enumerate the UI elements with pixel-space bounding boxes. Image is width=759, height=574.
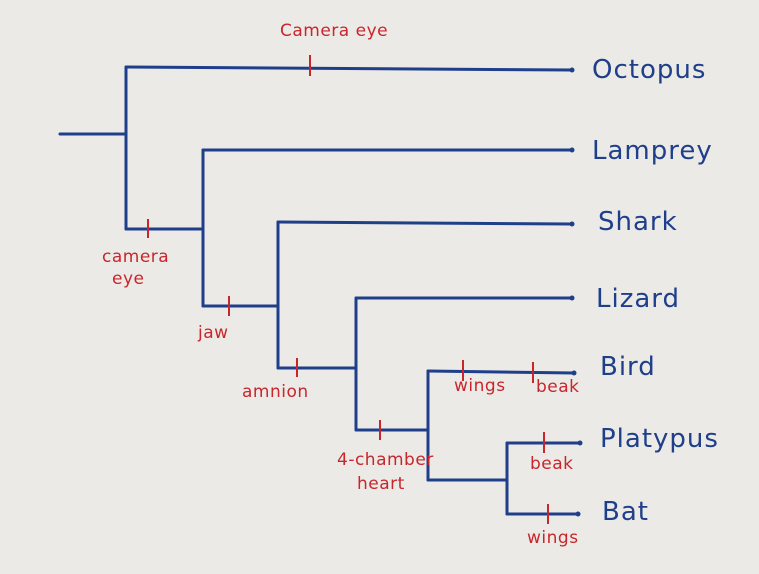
tip-shark — [569, 221, 575, 227]
tip-bat — [575, 511, 581, 517]
trait-ticks — [147, 55, 549, 524]
label-bat: Bat — [602, 497, 649, 527]
tip-platypus — [577, 440, 583, 446]
label-shark: Shark — [598, 207, 678, 237]
trait-beak-bird: beak — [536, 377, 580, 397]
trait-wings-bat: wings — [527, 528, 579, 548]
label-lizard: Lizard — [596, 284, 680, 314]
trait-wings-bird: wings — [454, 376, 506, 396]
trait-beak-platypus: beak — [530, 454, 574, 474]
tip-lamprey — [569, 147, 575, 153]
trait-camera-eye-left-line2: eye — [112, 269, 144, 289]
label-octopus: Octopus — [592, 55, 706, 85]
trait-four-chamber-line1: 4-chamber — [337, 450, 434, 470]
trait-jaw: jaw — [197, 323, 229, 343]
bird-branch — [426, 369, 576, 375]
shark-branch — [276, 220, 574, 226]
label-bird: Bird — [600, 352, 656, 382]
branch-tips — [569, 67, 583, 517]
label-platypus: Platypus — [600, 424, 719, 454]
taxon-labels: Octopus Lamprey Shark Lizard Bird Platyp… — [592, 55, 719, 527]
trait-amnion: amnion — [242, 382, 309, 402]
trait-labels: Camera eye camera eye jaw amnion 4-chamb… — [102, 21, 580, 548]
trait-four-chamber-line2: heart — [357, 474, 405, 494]
trait-camera-eye-top: Camera eye — [280, 21, 388, 41]
label-lamprey: Lamprey — [592, 136, 713, 166]
tip-octopus — [569, 67, 575, 73]
trait-camera-eye-left-line1: camera — [102, 247, 169, 267]
tip-lizard — [569, 295, 575, 301]
tree-branches — [58, 65, 582, 516]
tip-bird — [571, 370, 577, 376]
octopus-branch — [124, 65, 574, 72]
